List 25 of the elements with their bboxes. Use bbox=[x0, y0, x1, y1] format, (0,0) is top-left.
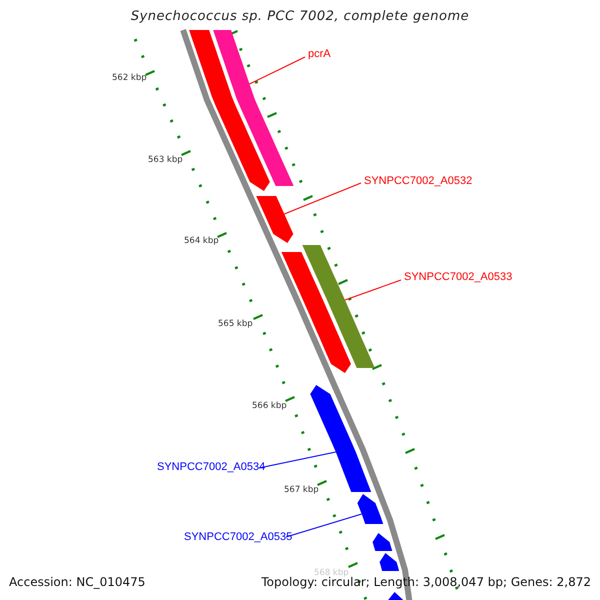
leader-line bbox=[249, 56, 306, 84]
gene-label: SYNPCC7002_A0533 bbox=[404, 271, 512, 284]
leader-line bbox=[286, 514, 362, 538]
gene-feature bbox=[189, 30, 270, 191]
gene-label: SYNPCC7002_A0534 bbox=[157, 461, 266, 474]
leader-line bbox=[258, 452, 336, 468]
accession-text: Accession: NC_010475 bbox=[9, 575, 146, 589]
tick-label: 565 kbp bbox=[218, 319, 253, 329]
gene-feature bbox=[256, 196, 294, 243]
tick-label: 566 kbp bbox=[252, 401, 287, 411]
leader-line bbox=[344, 280, 402, 300]
gene-feature bbox=[213, 30, 294, 186]
leader-line bbox=[284, 182, 362, 214]
gene-feature bbox=[372, 533, 392, 551]
tick-label: 564 kbp bbox=[184, 236, 219, 246]
gene-feature bbox=[281, 252, 351, 373]
gene-label: SYNPCC7002_A0535 bbox=[184, 531, 292, 544]
genome-info-text: Topology: circular; Length: 3,008,047 bp; Genes: 2,872 bbox=[261, 575, 591, 589]
gene-feature bbox=[357, 494, 384, 524]
gene-label: SYNPCC7002_A0532 bbox=[364, 175, 472, 188]
tick-label: 567 kbp bbox=[284, 485, 319, 495]
tick-label: 562 kbp bbox=[112, 73, 147, 83]
gene-feature bbox=[302, 245, 375, 368]
gene-label: pcrA bbox=[308, 48, 331, 61]
gene-feature bbox=[380, 553, 400, 571]
